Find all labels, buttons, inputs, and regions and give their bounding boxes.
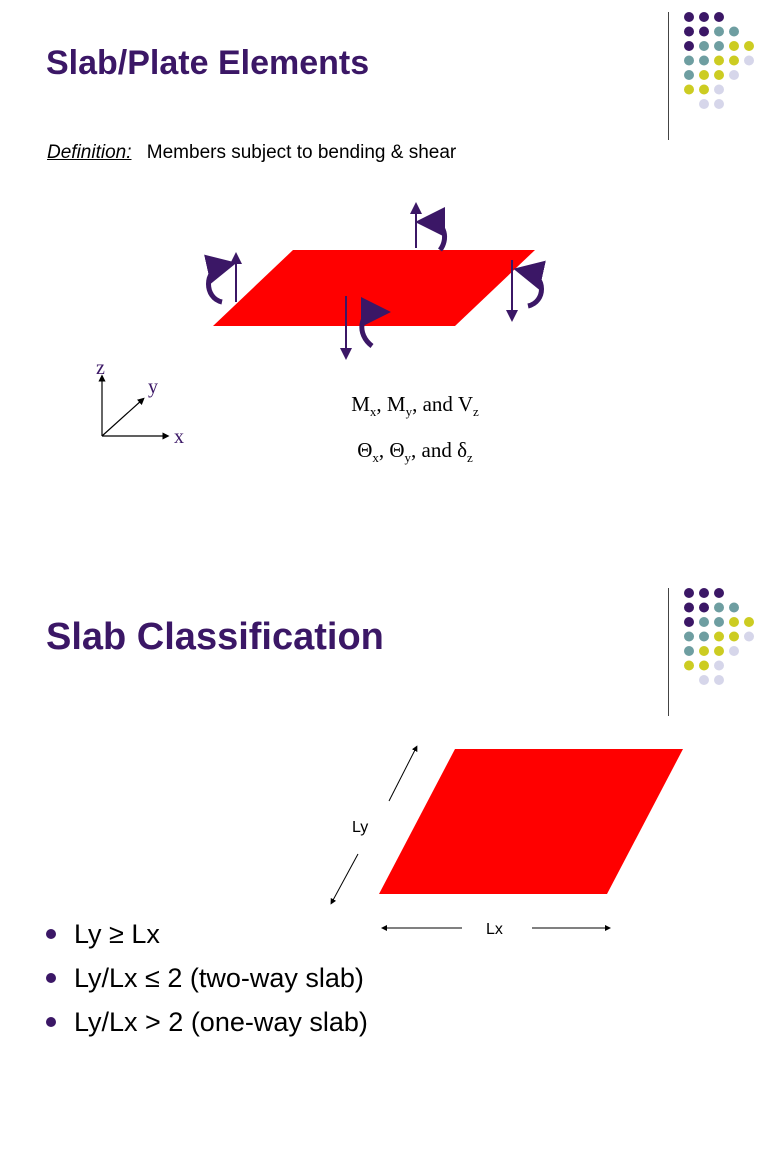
- decor-dot-grid: [684, 588, 754, 685]
- axis-z-label: z: [96, 357, 105, 379]
- moment-arrow-bottom: [359, 297, 391, 348]
- decor-dot: [699, 646, 709, 656]
- axis-triad: z y x: [96, 357, 184, 448]
- axis-x-label: x: [174, 426, 184, 448]
- decor-dot: [714, 41, 724, 51]
- decor-dot: [729, 55, 739, 66]
- decor-dot: [714, 617, 724, 627]
- decor-dot: [684, 660, 694, 671]
- definition-text: Members subject to bending & shear: [146, 142, 457, 163]
- decor-dot: [699, 70, 709, 80]
- lx-label: Lx: [486, 921, 503, 938]
- bullet-icon: [46, 929, 56, 939]
- decor-dot: [744, 617, 754, 627]
- ly-label: Ly: [352, 819, 368, 836]
- decor-dot: [729, 617, 739, 627]
- decor-dot: [699, 660, 709, 671]
- decor-dot: [714, 12, 724, 22]
- axis-y-label: y: [148, 376, 158, 398]
- decor-dot: [714, 84, 724, 95]
- definition-term: Definition:: [47, 142, 132, 163]
- decor-dot: [714, 70, 724, 80]
- decor-dot: [714, 602, 724, 613]
- decor-dot: [744, 631, 754, 642]
- moment-arrow-left: [204, 254, 237, 305]
- definition: Definition: Members subject to bending &…: [47, 142, 456, 164]
- force-resultants: Mx, My, and Vz: [351, 392, 479, 420]
- decor-dot: [684, 12, 694, 22]
- axis-y-line: [101, 397, 145, 437]
- list-item: Ly/Lx ≤ 2 (two-way slab): [46, 956, 368, 1000]
- decor-dot: [684, 631, 694, 642]
- decor-dot: [699, 26, 709, 37]
- classification-list: Ly ≥ Lx Ly/Lx ≤ 2 (two-way slab) Ly/Lx >…: [46, 912, 368, 1044]
- decor-dot: [729, 70, 739, 80]
- decor-dot: [684, 41, 694, 51]
- decor-dot: [714, 646, 724, 656]
- decor-dot: [714, 631, 724, 642]
- decor-dot: [699, 99, 709, 109]
- decor-dot: [684, 602, 694, 613]
- slide-title: Slab/Plate Elements: [46, 44, 370, 82]
- decor-dot: [684, 588, 694, 598]
- moment-arrow-right: [513, 260, 546, 309]
- plate-shape: [213, 250, 535, 326]
- decor-dot: [699, 41, 709, 51]
- slide-title: Slab Classification: [46, 616, 384, 658]
- displacement-components: Θx, Θy, and δz: [357, 438, 473, 466]
- decor-dot: [684, 26, 694, 37]
- decor-dot: [729, 631, 739, 642]
- list-item: Ly ≥ Lx: [46, 912, 368, 956]
- decor-dot: [714, 99, 724, 109]
- decor-dot: [699, 12, 709, 22]
- decor-dot: [714, 675, 724, 685]
- moment-arrow-top: [415, 207, 448, 252]
- decor-dot: [684, 646, 694, 656]
- decor-divider-line: [668, 588, 669, 716]
- decor-dot: [744, 41, 754, 51]
- decor-divider-line: [668, 12, 669, 140]
- list-item: Ly/Lx > 2 (one-way slab): [46, 1000, 368, 1044]
- decor-dot: [729, 602, 739, 613]
- decor-dot: [684, 55, 694, 66]
- decor-dot: [684, 84, 694, 95]
- ly-arrow-upper: [388, 745, 418, 802]
- decor-dot: [714, 660, 724, 671]
- decor-dot: [699, 588, 709, 598]
- plate-diagram: z y x: [96, 202, 546, 448]
- decor-dot: [699, 84, 709, 95]
- ly-arrow-lower: [330, 853, 359, 905]
- decor-dot: [729, 41, 739, 51]
- slide-slab-classification: Slab Classification Ly Lx Ly ≥ Lx Ly/Lx …: [0, 576, 768, 1152]
- decor-dot: [684, 70, 694, 80]
- decor-dot: [729, 646, 739, 656]
- slab-shape: [379, 749, 683, 894]
- decor-dot: [699, 631, 709, 642]
- decor-dot: [714, 26, 724, 37]
- decor-dot: [744, 55, 754, 66]
- decor-dot: [699, 602, 709, 613]
- decor-dot: [714, 55, 724, 66]
- slab-dimension-diagram: Ly Lx: [330, 745, 683, 938]
- decor-dot: [699, 675, 709, 685]
- slide-plate-elements: Slab/Plate Elements Definition: Members …: [46, 12, 754, 466]
- decor-dot: [699, 55, 709, 66]
- decor-dot-grid: [684, 12, 754, 109]
- decor-dot: [729, 26, 739, 37]
- decor-dot: [714, 588, 724, 598]
- bullet-icon: [46, 1017, 56, 1027]
- decor-dot: [684, 617, 694, 627]
- decor-dot: [699, 617, 709, 627]
- bullet-icon: [46, 973, 56, 983]
